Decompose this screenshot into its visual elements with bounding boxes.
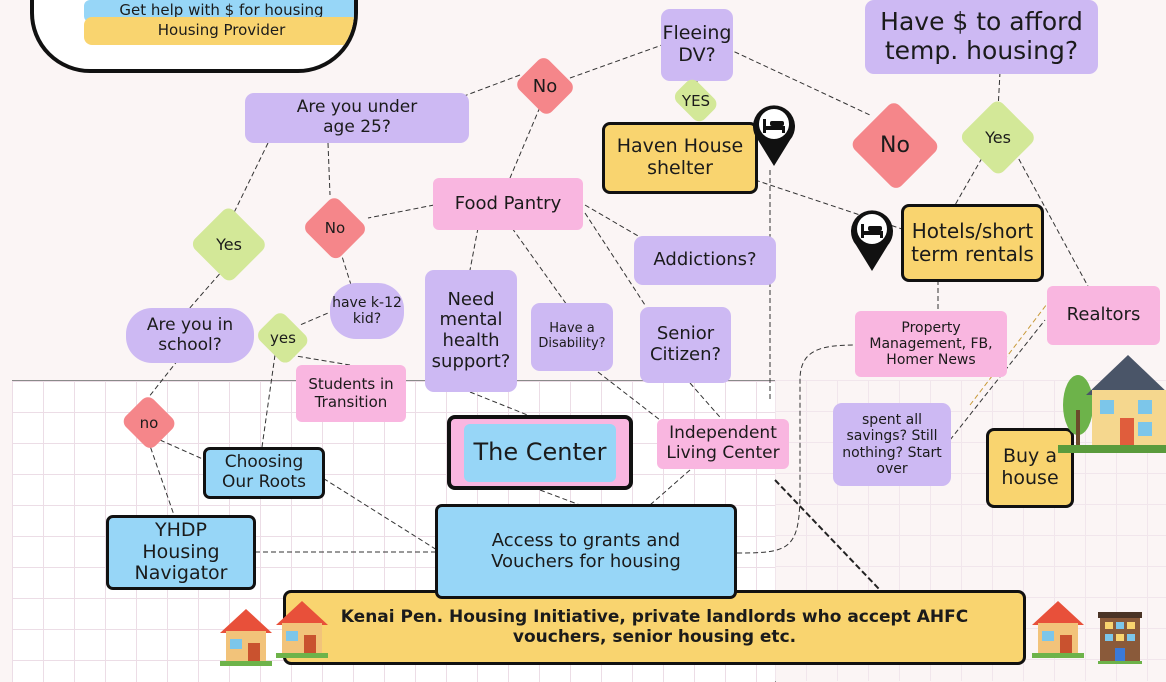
decision-no-under25: No xyxy=(301,195,369,261)
node-have-money: Have $ to afford temp. housing? xyxy=(865,0,1098,74)
node-yhdp: YHDP Housing Navigator xyxy=(106,515,256,590)
node-kenai: Kenai Pen. Housing Initiative, private l… xyxy=(283,590,1026,665)
node-in-school: Are you in school? xyxy=(126,308,254,363)
bed-pin-icon xyxy=(753,105,795,166)
node-addictions: Addictions? xyxy=(634,236,776,285)
house-icon xyxy=(220,609,272,666)
node-choosing-roots: Choosing Our Roots xyxy=(203,447,325,499)
apartment-icon xyxy=(1098,612,1142,664)
node-buy-house: Buy a house xyxy=(986,428,1074,508)
house-icon xyxy=(1058,355,1166,453)
decision-yes-dv: YES xyxy=(668,80,724,122)
node-hotels: Hotels/short term rentals xyxy=(901,204,1044,282)
house-icon xyxy=(1032,601,1084,658)
node-access-grants: Access to grants and Vouchers for housin… xyxy=(435,504,737,599)
node-food-pantry: Food Pantry xyxy=(433,178,583,230)
node-students-transition: Students in Transition xyxy=(296,365,406,422)
node-property-mgmt: Property Management, FB, Homer News xyxy=(855,311,1007,377)
bed-pin-icon xyxy=(851,210,893,271)
decision-no-school: no xyxy=(119,395,179,451)
decision-no-money: No xyxy=(848,100,942,190)
legend-provider: Housing Provider xyxy=(84,17,354,45)
node-spent-savings: spent all savings? Still nothing? Start … xyxy=(833,403,951,486)
node-the-center: The Center xyxy=(447,415,633,490)
legend-help: Get help with $ for housing xyxy=(84,0,354,22)
node-k12-kid: have k-12 kid? xyxy=(330,283,404,339)
decision-yes-money: Yes xyxy=(958,98,1038,176)
node-mental-health: Need mental health support? xyxy=(425,270,517,392)
decision-yes-under25: Yes xyxy=(189,205,269,283)
node-haven-house: Haven House shelter xyxy=(602,122,758,194)
the-center-label: The Center xyxy=(464,423,616,482)
node-disability: Have a Disability? xyxy=(531,303,613,371)
node-senior: Senior Citizen? xyxy=(640,307,731,383)
node-independent-living: Independent Living Center xyxy=(657,419,789,469)
decision-yes-k12: yes xyxy=(252,312,314,364)
node-under-25: Are you under age 25? xyxy=(245,93,469,143)
legend-box: Get help with $ for housing Housing Prov… xyxy=(30,0,358,73)
decision-no-dv: No xyxy=(512,56,578,116)
node-fleeing-dv: Fleeing DV? xyxy=(661,9,733,81)
node-realtors: Realtors xyxy=(1047,286,1160,345)
house-icon xyxy=(276,601,328,658)
